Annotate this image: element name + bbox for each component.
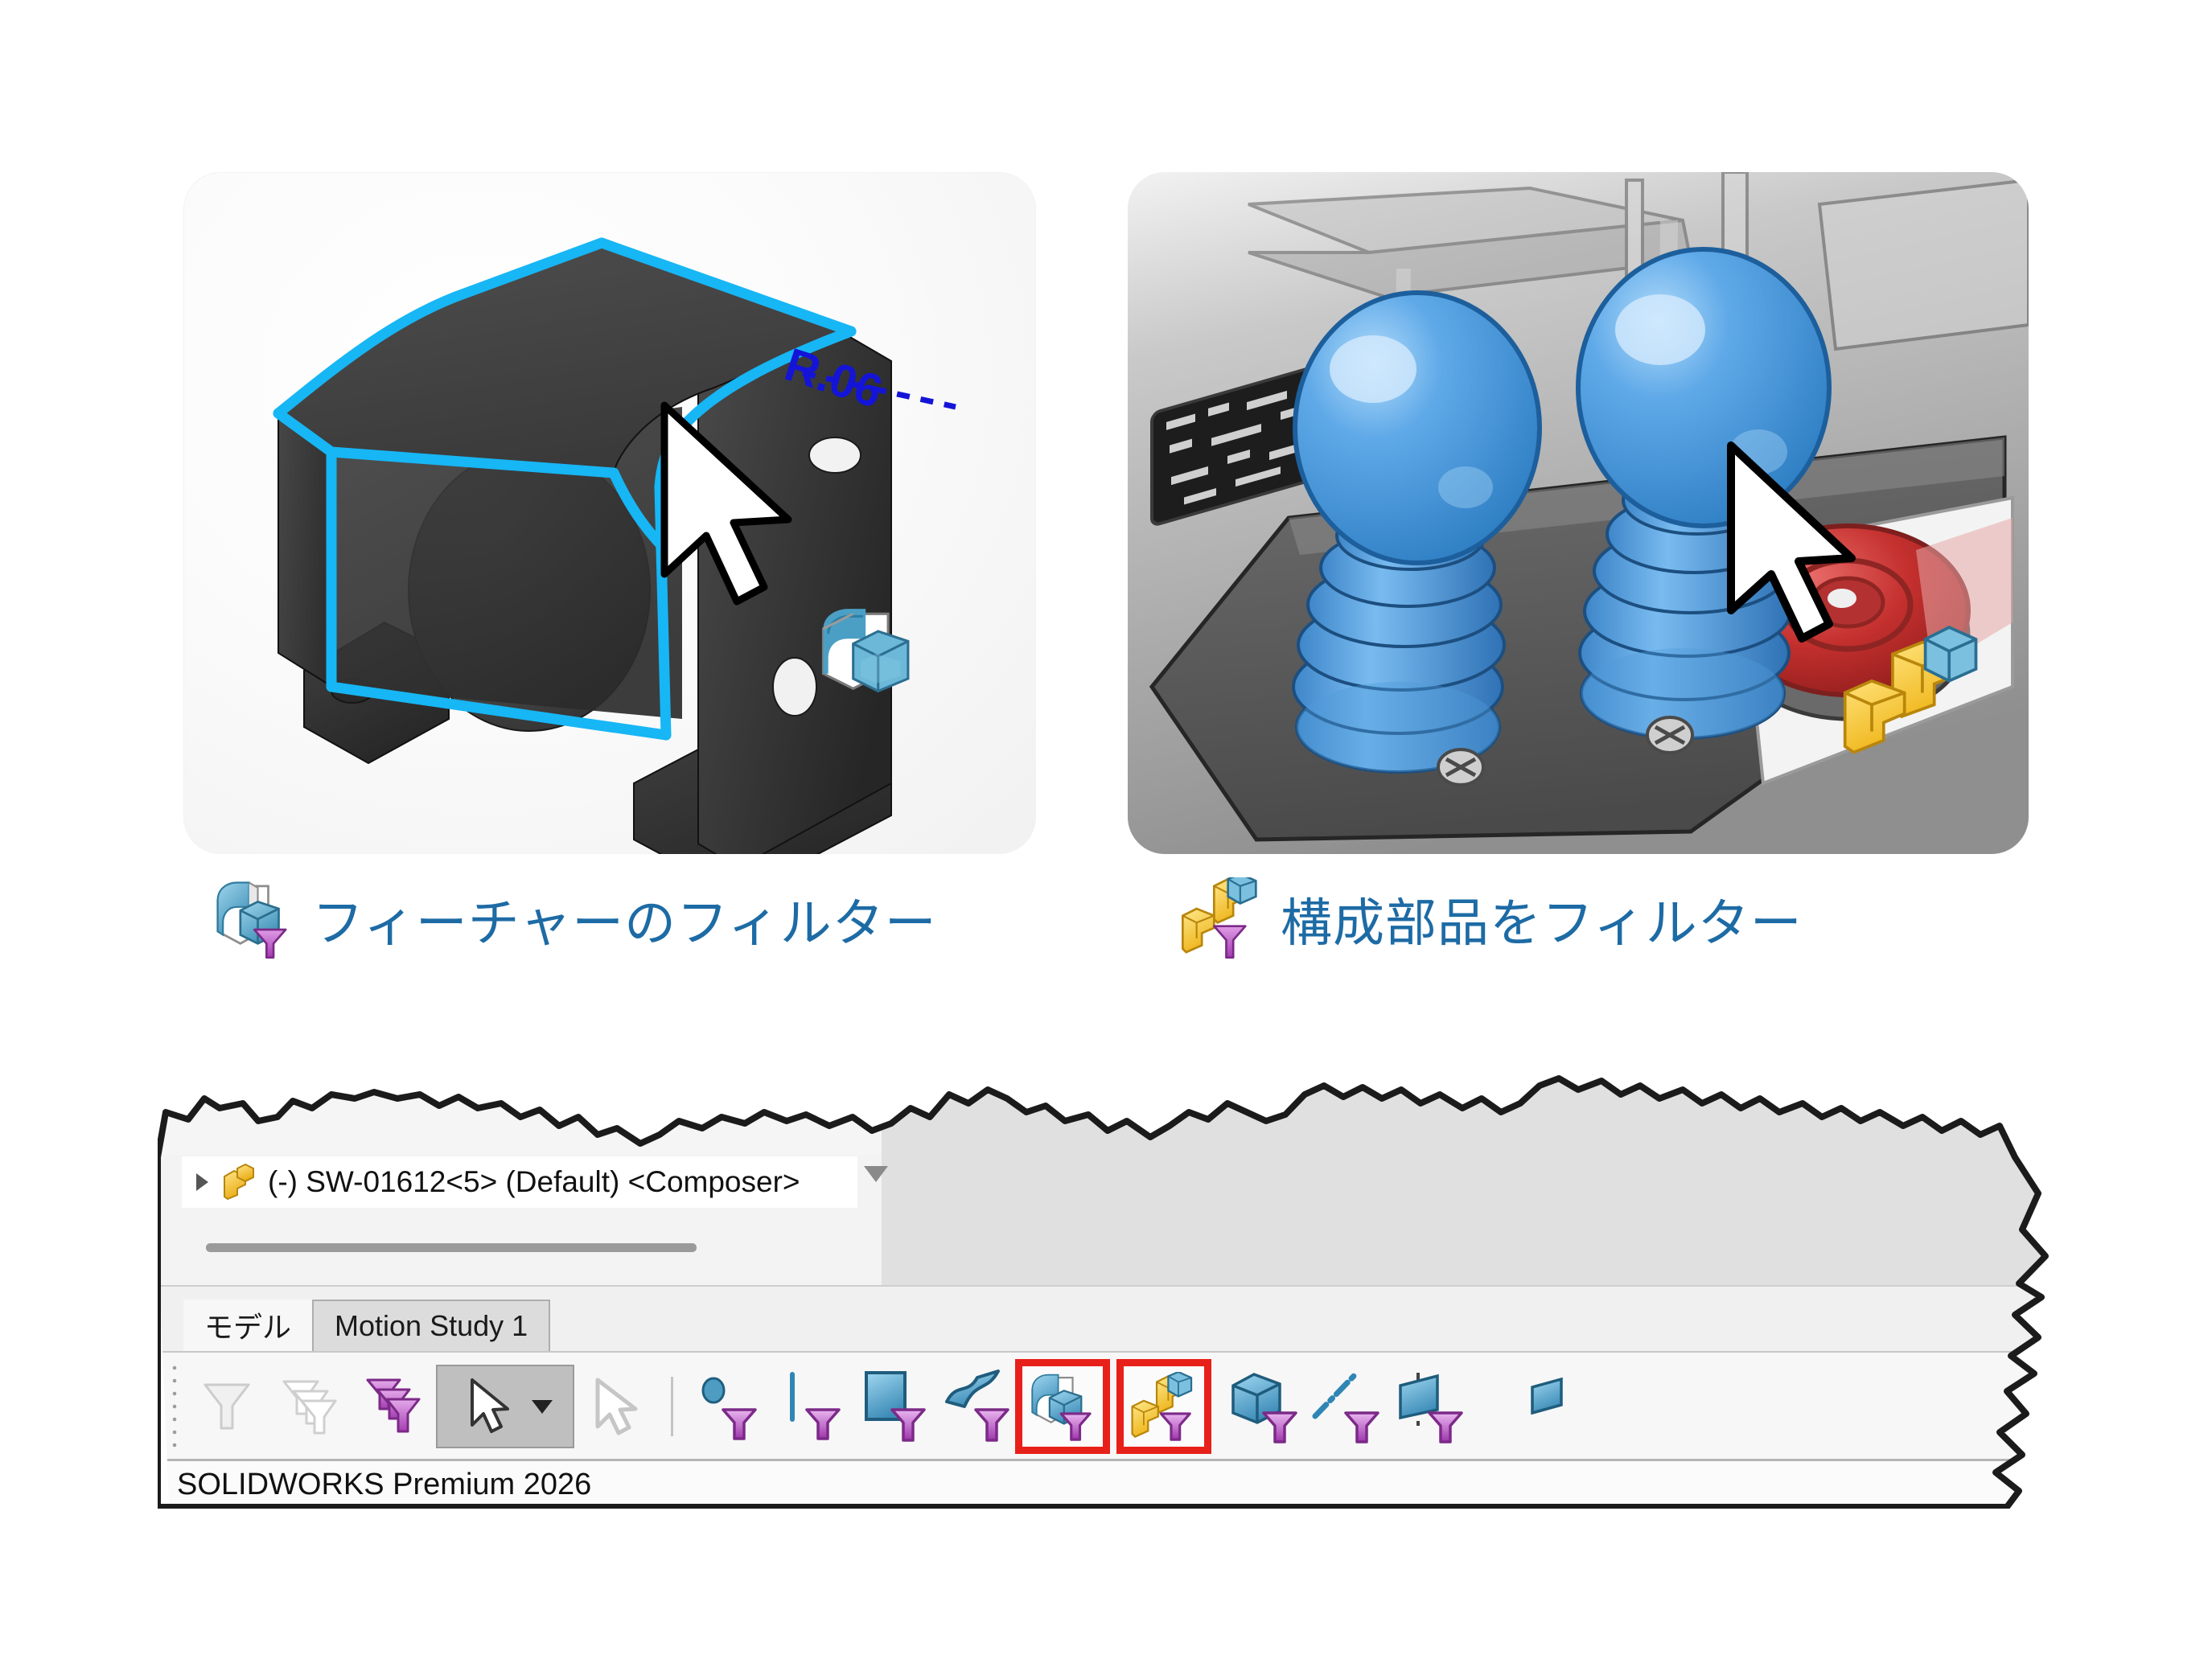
select-tool-button[interactable]	[436, 1365, 574, 1448]
panel-screws	[1437, 716, 1694, 786]
filter-features-icon	[216, 881, 287, 959]
component-filter-scene	[1128, 172, 2029, 854]
filter-planes-button[interactable]	[1391, 1365, 1474, 1448]
filter-solid-body-icon	[1231, 1373, 1297, 1443]
select-over-geometry-button[interactable]	[574, 1365, 658, 1448]
component-filter-illustration-panel	[1128, 172, 2029, 854]
filter-components-button[interactable]	[1116, 1359, 1211, 1454]
filter-face-icon	[865, 1371, 926, 1442]
filter-vertex-icon	[701, 1377, 757, 1440]
arrow-cursor-icon	[471, 1378, 509, 1433]
filter-features-button[interactable]	[1015, 1359, 1110, 1454]
filter-edge-icon	[790, 1372, 841, 1440]
mouse-cursor-pointer	[660, 401, 792, 606]
filter-axis-icon	[1312, 1369, 1379, 1443]
document-tab-bar: モデル Motion Study 1	[158, 1285, 2046, 1351]
toolbar-separator	[671, 1377, 673, 1436]
toggle-selection-filters-button[interactable]	[352, 1365, 436, 1448]
filter-partial-clipped-button[interactable]	[1521, 1365, 1605, 1448]
mouse-cursor-pointer	[1727, 441, 1856, 643]
filter-solid-bodies-button[interactable]	[1223, 1365, 1307, 1448]
status-bar: SOLIDWORKS Premium 2026	[158, 1459, 2046, 1507]
feature-filter-illustration-panel: R.06	[183, 172, 1036, 854]
filter-clear-icon	[282, 1380, 337, 1435]
status-bar-text: SOLIDWORKS Premium 2026	[177, 1468, 592, 1501]
clear-all-filters-button[interactable]	[269, 1365, 352, 1448]
graphics-area-fill	[882, 1078, 2046, 1285]
filter-icon	[204, 1383, 250, 1430]
filter-clipped-icon	[1531, 1377, 1563, 1415]
chevron-down-icon[interactable]	[864, 1166, 888, 1182]
feature-tree-item-label: (-) SW-01612<5> (Default) <Composer>	[268, 1165, 800, 1198]
feature-tree-item[interactable]: (-) SW-01612<5> (Default) <Composer>	[182, 1156, 857, 1208]
filter-faces-button[interactable]	[853, 1365, 937, 1448]
filter-surfaces-button[interactable]	[937, 1365, 1021, 1448]
filter-plane-icon	[1399, 1373, 1463, 1443]
filter-components-icon	[1181, 877, 1257, 959]
solidworks-ui-fragment: (-) SW-01612<5> (Default) <Composer> モデル…	[158, 1058, 2088, 1509]
tab-motion-study[interactable]: Motion Study 1	[312, 1300, 551, 1351]
tab-model[interactable]: モデル	[183, 1300, 313, 1351]
bracket-model-3d: R.06	[273, 237, 956, 854]
filter-axes-button[interactable]	[1307, 1365, 1391, 1448]
filter-components-icon	[1843, 626, 1978, 754]
filter-vertices-button[interactable]	[686, 1365, 770, 1448]
filter-components-icon	[1131, 1372, 1193, 1441]
arrow-cursor-dim-icon	[595, 1378, 638, 1435]
selection-filter-toolbar	[158, 1351, 2046, 1460]
filter-multi-icon	[366, 1378, 421, 1433]
filter-all-button[interactable]	[185, 1365, 269, 1448]
chevron-down-icon[interactable]	[532, 1399, 553, 1414]
filter-edges-button[interactable]	[770, 1365, 853, 1448]
machine-console-3d	[1128, 172, 2029, 854]
filter-surface-icon	[945, 1369, 1009, 1442]
joystick-lever-right	[1576, 220, 1832, 740]
solidworks-ui-torn-surface: (-) SW-01612<5> (Default) <Composer> モデル…	[158, 1078, 2046, 1507]
assembly-component-icon	[224, 1164, 254, 1201]
tree-splitter-handle[interactable]	[206, 1243, 697, 1252]
feature-filter-scene: R.06	[183, 172, 1036, 854]
joystick-lever-left	[1292, 269, 1542, 774]
feature-filter-caption: フィーチャーのフィルター	[211, 875, 937, 963]
filter-features-icon	[821, 609, 910, 693]
expand-arrow-icon[interactable]	[196, 1173, 208, 1191]
filter-features-icon	[1031, 1374, 1092, 1441]
component-filter-caption-text: 構成部品をフィルター	[1281, 894, 1803, 954]
component-filter-caption: 構成部品をフィルター	[1179, 875, 1803, 963]
toolbar-grip[interactable]	[164, 1365, 185, 1448]
feature-filter-caption-text: フィーチャーのフィルター	[312, 894, 937, 954]
